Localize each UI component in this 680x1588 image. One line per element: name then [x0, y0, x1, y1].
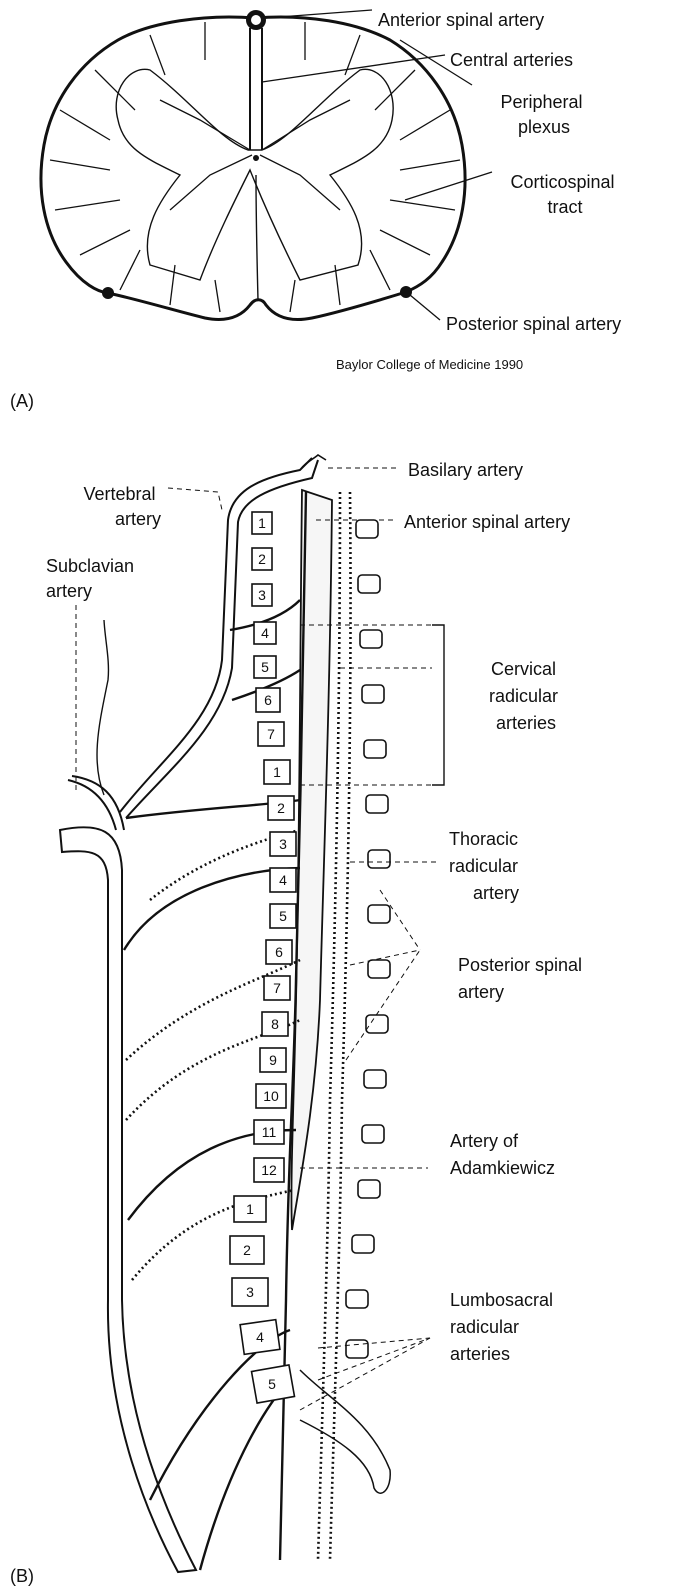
posterior-median-septum [256, 175, 258, 300]
vertebra-c7: 7 [267, 726, 275, 742]
panel-a-label: (A) [10, 391, 34, 411]
label-subclavian-artery: Subclavian artery [46, 556, 139, 601]
leader-corticospinal [405, 172, 492, 200]
label-basilary-artery: Basilary artery [408, 460, 523, 480]
label-anterior-spinal-artery: Anterior spinal artery [378, 10, 544, 30]
vertebra-t11: 11 [262, 1124, 277, 1140]
gray-matter [116, 69, 393, 280]
label-thoracic-radicular-artery: Thoracic radicular artery [449, 829, 523, 903]
leader-posterior-spinal [410, 295, 440, 320]
vertebra-c2: 2 [258, 551, 266, 567]
label-posterior-spinal-artery-b: Posterior spinal artery [458, 955, 587, 1002]
vertebra-t5: 5 [279, 908, 287, 924]
vertebra-t2: 2 [277, 800, 285, 816]
vertebrae-cervical: 1 2 3 4 5 6 7 [252, 512, 284, 746]
label-lumbosacral-radicular-arteries: Lumbosacral radicular arteries [450, 1290, 558, 1364]
vertebra-t12: 12 [261, 1162, 277, 1178]
aorta [60, 827, 196, 1572]
posterior-spinal-artery-right-vessel [400, 286, 412, 298]
vertebra-c3: 3 [258, 587, 266, 603]
panel-b-longitudinal: 1 2 3 4 5 6 7 1 2 3 4 5 6 [10, 455, 587, 1586]
cord-cross-section-outline [41, 17, 465, 319]
credit-text: Baylor College of Medicine 1990 [336, 357, 523, 372]
label-corticospinal-tract: Corticospinal tract [510, 172, 619, 217]
vertebra-c4: 4 [261, 625, 269, 641]
leader-central-arteries [262, 55, 445, 82]
panel-b-label: (B) [10, 1566, 34, 1586]
vertebra-t8: 8 [271, 1016, 279, 1032]
label-artery-of-adamkiewicz: Artery of Adamkiewicz [450, 1131, 555, 1178]
posterior-vertebral-elements [346, 520, 390, 1358]
label-cervical-radicular-arteries: Cervical radicular arteries [489, 659, 563, 733]
vertebra-c6: 6 [264, 692, 272, 708]
vertebra-t4: 4 [279, 872, 287, 888]
posterior-spinal-artery-left-vessel [102, 287, 114, 299]
vertebra-t6: 6 [275, 944, 283, 960]
leader-anterior-spinal [266, 10, 372, 18]
vertebrae-thoracic: 1 2 3 4 5 6 7 8 9 10 11 12 [254, 760, 296, 1182]
label-peripheral-plexus: Peripheral plexus [500, 92, 587, 137]
vertebra-t10: 10 [263, 1088, 279, 1104]
vertebra-t7: 7 [273, 980, 281, 996]
peripheral-plexus-branches [50, 22, 460, 312]
subclavian-artery-vessel [68, 776, 124, 830]
label-posterior-spinal-artery: Posterior spinal artery [446, 314, 621, 334]
panel-a-cross-section: Anterior spinal artery Central arteries … [10, 10, 621, 411]
vertebra-l4: 4 [256, 1329, 264, 1345]
anterior-median-fissure [250, 28, 262, 150]
label-anterior-spinal-artery-b: Anterior spinal artery [404, 512, 570, 532]
vertebra-l3: 3 [246, 1284, 254, 1300]
label-central-arteries: Central arteries [450, 50, 573, 70]
vertebra-c5: 5 [261, 659, 269, 675]
vertebra-l5: 5 [268, 1376, 276, 1392]
vertebra-t9: 9 [269, 1052, 277, 1068]
vertebra-t1: 1 [273, 764, 281, 780]
label-vertebral-artery: Vertebral artery [83, 484, 161, 529]
vertebra-t3: 3 [279, 836, 287, 852]
vertebra-c1: 1 [258, 515, 266, 531]
vertebra-l1: 1 [246, 1201, 254, 1217]
vertebra-l2: 2 [243, 1242, 251, 1258]
